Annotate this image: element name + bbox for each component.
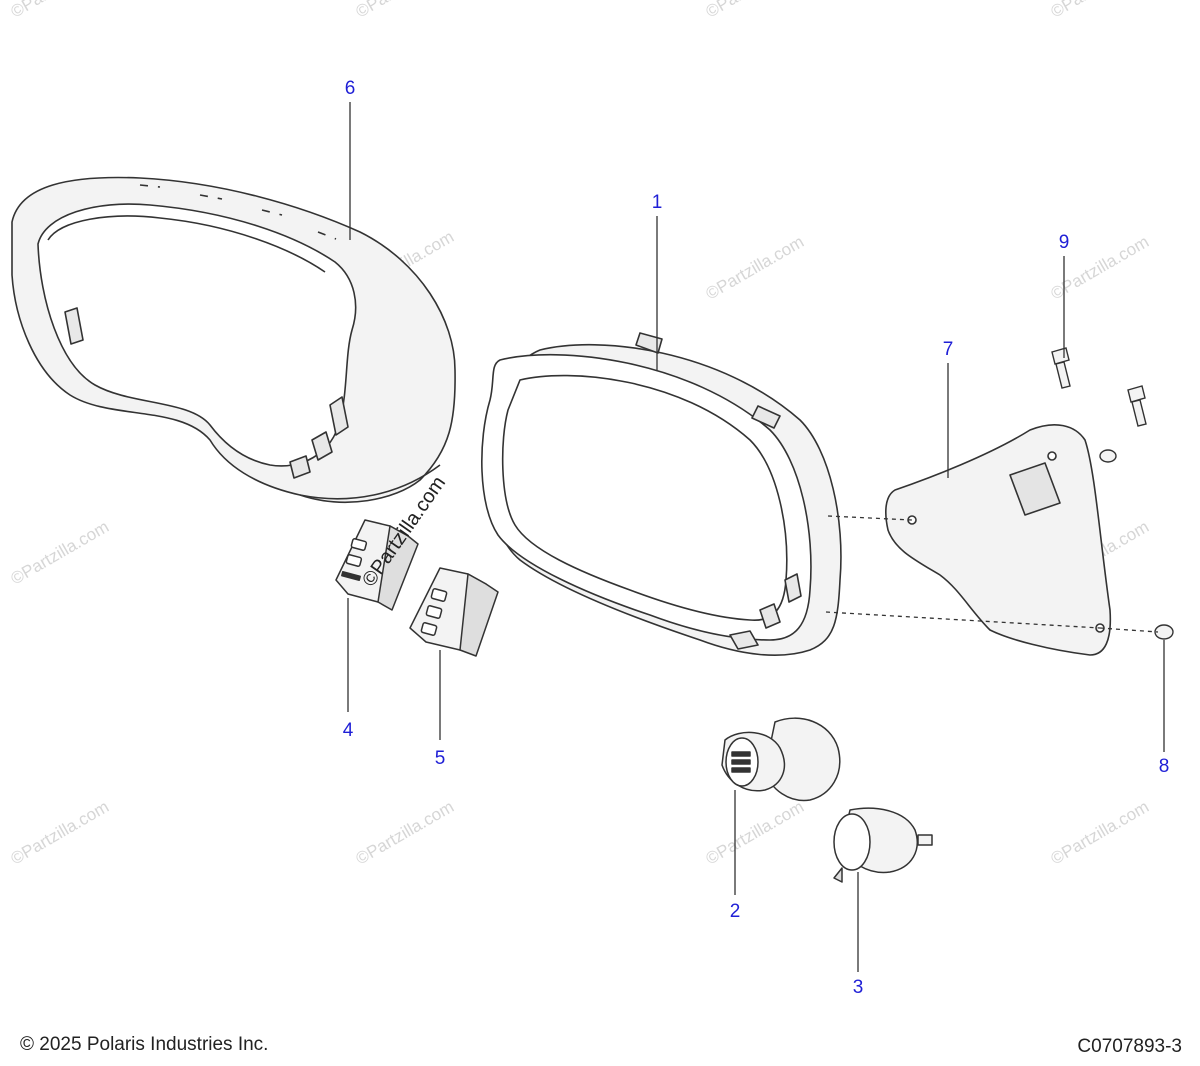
watermark: ©Partzilla.com (8, 0, 113, 21)
part-6-bezel (11, 176, 456, 504)
callout-7: 7 (943, 339, 954, 360)
callout-5: 5 (435, 748, 446, 769)
watermark: ©Partzilla.com (8, 517, 113, 588)
callouts: 6 1 9 7 4 5 8 2 3 (343, 78, 1170, 998)
alignment-line-lower (825, 611, 1101, 629)
watermark: ©Partzilla.com (703, 797, 808, 868)
watermark: ©Partzilla.com (1048, 797, 1153, 868)
part-9-bolts (1051, 347, 1147, 463)
part-2-ignition-switch (721, 717, 841, 802)
watermark: ©Partzilla.com (1048, 0, 1153, 21)
watermark: ©Partzilla.com (703, 232, 808, 303)
callout-3: 3 (853, 977, 864, 998)
alignment-line-upper (827, 515, 913, 521)
callout-9: 9 (1059, 232, 1070, 253)
callout-8: 8 (1159, 756, 1170, 777)
watermark: ©Partzilla.com (703, 0, 808, 21)
part-3-power-outlet (833, 807, 933, 883)
part-7-bracket (885, 424, 1112, 656)
callout-6: 6 (345, 78, 356, 99)
copyright-notice: © 2025 Polaris Industries Inc. (20, 1034, 269, 1055)
watermark: ©Partzilla.com (8, 797, 113, 868)
part-5-rocker-switch (409, 567, 499, 657)
part-4-rocker-switch (335, 519, 419, 611)
callout-2: 2 (730, 901, 741, 922)
part-8-screw (1154, 624, 1174, 640)
watermark: ©Partzilla.com (353, 0, 458, 21)
watermark: ©Partzilla.com (353, 797, 458, 868)
figure-id: C0707893-3 (1077, 1036, 1182, 1057)
callout-4: 4 (343, 720, 354, 741)
callout-1: 1 (652, 192, 663, 213)
alignment-line-screw (1099, 627, 1159, 633)
part-1-instrument-cluster (481, 332, 842, 656)
leader-lines (347, 102, 1165, 972)
